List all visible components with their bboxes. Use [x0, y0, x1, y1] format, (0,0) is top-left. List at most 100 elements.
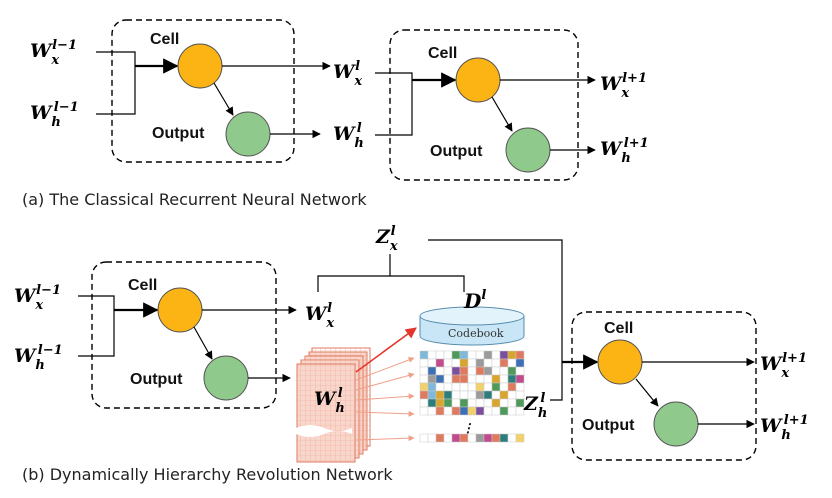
output-node-b2 [653, 401, 699, 447]
code-cell [475, 382, 485, 392]
code-cell [459, 433, 469, 443]
code-cell [475, 390, 485, 400]
output-label-b2: Output [582, 417, 635, 434]
code-cell [435, 406, 445, 416]
code-cell [451, 366, 461, 376]
code-cell [435, 390, 445, 400]
zx-brace [317, 275, 465, 292]
cell-node-a2 [455, 57, 501, 103]
code-matrix [419, 350, 525, 416]
code-cell [427, 398, 437, 408]
cell-label-b2: Cell [604, 320, 633, 337]
code-cell [443, 390, 453, 400]
caption-b: (b) Dynamically Hierarchy Revolution Net… [22, 465, 393, 484]
code-cell [443, 406, 453, 416]
wh-cur-a: Whl [333, 121, 364, 151]
input-wx-prev-a1: Wxl−1 [30, 38, 77, 68]
code-cell [419, 433, 429, 443]
code-cell [467, 358, 477, 368]
code-cell [443, 433, 453, 443]
code-cell [483, 358, 493, 368]
code-cell [451, 374, 461, 384]
wx-next-b: Wxl+1 [760, 351, 807, 381]
output-node-a1 [225, 111, 271, 157]
wh-next-a: Whl+1 [600, 136, 649, 166]
code-cell [475, 398, 485, 408]
code-cell [435, 350, 445, 360]
code-cell [459, 390, 469, 400]
pink-arrow-4 [355, 410, 415, 417]
code-cell [467, 398, 477, 408]
cell-label-a1: Cell [150, 31, 179, 48]
code-cell [515, 398, 525, 408]
code-cell [491, 382, 501, 392]
output-label-a2: Output [430, 143, 483, 160]
code-cell [515, 366, 525, 376]
code-cell [427, 382, 437, 392]
code-cell [491, 358, 501, 368]
code-cell [459, 366, 469, 376]
code-cell [507, 398, 517, 408]
code-cell [451, 406, 461, 416]
red-arrow-to-codebook [355, 327, 417, 373]
code-cell [475, 406, 485, 416]
code-cell [483, 382, 493, 392]
code-cell [507, 382, 517, 392]
code-cell [427, 406, 437, 416]
rnn-block-b1 [91, 261, 277, 409]
code-cell [419, 382, 429, 392]
code-cell [419, 390, 429, 400]
wx-next-a: Wxl+1 [600, 71, 647, 101]
output-node-b1 [203, 355, 249, 401]
code-cell [427, 433, 437, 443]
code-cell [475, 366, 485, 376]
cell-node-b2 [597, 339, 643, 385]
rnn-block-a1 [111, 19, 295, 163]
code-cell [459, 350, 469, 360]
code-cell [459, 358, 469, 368]
code-cell [475, 433, 485, 443]
rnn-block-a2 [389, 29, 579, 181]
code-cell [459, 374, 469, 384]
code-cell [491, 350, 501, 360]
code-cell [467, 406, 477, 416]
code-matrix-last-row [419, 433, 525, 443]
d-label: Dl [463, 288, 486, 313]
code-cell [499, 366, 509, 376]
code-cell [435, 398, 445, 408]
code-cell [427, 366, 437, 376]
code-cell [499, 390, 509, 400]
code-cell [515, 406, 525, 416]
code-cell [483, 433, 493, 443]
code-cell [515, 382, 525, 392]
code-cell [515, 358, 525, 368]
zh-line [550, 362, 563, 401]
code-cell [507, 366, 517, 376]
code-cell [443, 350, 453, 360]
code-cell [515, 433, 525, 443]
code-cell [483, 350, 493, 360]
code-cell [443, 398, 453, 408]
code-cell [507, 358, 517, 368]
code-cell [419, 366, 429, 376]
arrow-cell-output-a1 [213, 82, 234, 116]
cell-label-b1: Cell [128, 277, 157, 294]
pink-arrow-1 [355, 357, 415, 381]
code-cell [483, 390, 493, 400]
code-cell [507, 374, 517, 384]
code-cell [451, 390, 461, 400]
matrix-dots: ⋮ [462, 421, 474, 435]
code-cell [427, 350, 437, 360]
code-cell [467, 382, 477, 392]
code-cell [435, 366, 445, 376]
arrow-cell-output-a2 [491, 96, 513, 132]
code-cell [499, 398, 509, 408]
output-node-a2 [505, 127, 551, 173]
cell-label-a2: Cell [428, 45, 457, 62]
code-cell [467, 390, 477, 400]
code-cell [499, 374, 509, 384]
code-cell [435, 358, 445, 368]
caption-a: (a) The Classical Recurrent Neural Netwo… [22, 190, 367, 209]
code-cell [507, 406, 517, 416]
